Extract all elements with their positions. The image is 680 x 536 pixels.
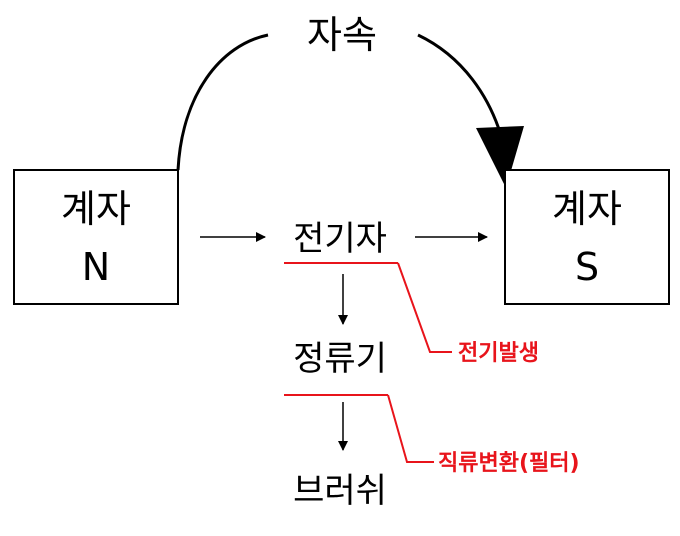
flux-label: 자속 xyxy=(307,13,377,57)
flux-arrowhead xyxy=(476,126,524,188)
brush-label: 브러쉬 xyxy=(293,471,387,511)
field-n-pole: N xyxy=(82,245,110,289)
commutator-label: 정류기 xyxy=(293,339,387,379)
field-s-label: 계자 xyxy=(552,187,622,231)
field-n-box xyxy=(13,169,179,305)
field-n-label: 계자 xyxy=(61,187,131,231)
commutator-note: 직류변환(필터) xyxy=(438,451,580,476)
armature-note: 전기발생 xyxy=(458,341,539,366)
armature-callout-line xyxy=(397,262,452,353)
flux-arc xyxy=(176,33,269,171)
armature-label: 전기자 xyxy=(293,219,387,259)
commutator-callout-line xyxy=(387,394,434,463)
field-s-box xyxy=(504,169,670,305)
field-s-pole: S xyxy=(575,245,599,289)
